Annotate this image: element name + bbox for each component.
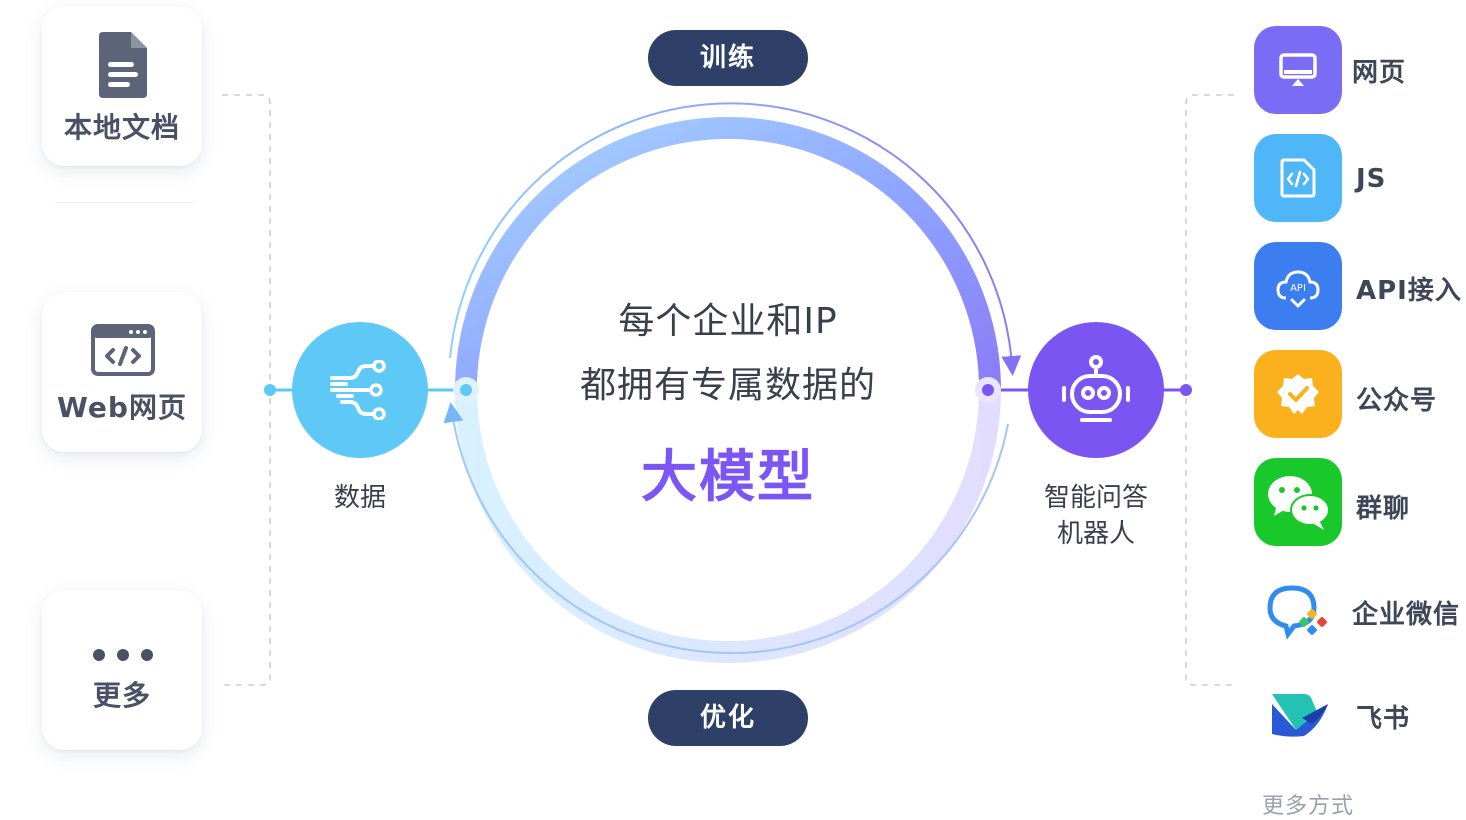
center-highlight: 大模型 [641, 445, 815, 510]
train-arrow-arc [449, 102, 1022, 376]
source-label: 更多 [92, 679, 151, 712]
divider [55, 202, 195, 203]
monitor-icon [1279, 53, 1317, 86]
more-dots-icon [93, 649, 153, 661]
optimize-pill: 优化 [648, 690, 808, 746]
robot-icon [1062, 355, 1130, 422]
more-channels-link[interactable]: 更多方式 [1262, 794, 1355, 819]
optimize-arrow-arc [443, 402, 1009, 655]
channel-js[interactable] [1254, 134, 1342, 222]
source-label: 本地文档 [63, 111, 180, 144]
data-node-label: 数据 [333, 483, 386, 513]
left-bracket [222, 94, 271, 686]
channel-label: 飞书 [1356, 704, 1411, 734]
ring-lower-band [455, 389, 1001, 663]
source-card-local-docs[interactable]: 本地文档 [42, 6, 202, 166]
api-cloud-icon: API [1276, 270, 1320, 308]
train-pill: 训练 [648, 30, 808, 86]
wechat-icon [1268, 476, 1330, 530]
channel-label: JS [1356, 164, 1387, 194]
robot-label-line1: 智能问答 [1043, 483, 1148, 513]
channel-web[interactable] [1254, 26, 1342, 114]
source-card-web[interactable]: Web网页 [42, 292, 202, 452]
verified-badge-icon [1277, 374, 1319, 414]
document-icon [99, 32, 147, 98]
data-flow-icon [330, 360, 386, 420]
web-code-icon [91, 324, 155, 376]
robot-node-label: 智能问答 机器人 [1020, 480, 1172, 552]
source-label: Web网页 [57, 391, 187, 424]
channel-api[interactable]: API [1254, 242, 1342, 330]
channel-label: 公众号 [1356, 386, 1438, 416]
channel-group-chat[interactable] [1254, 458, 1342, 546]
channel-label: 群聊 [1356, 494, 1411, 524]
wecom-icon[interactable] [1266, 584, 1332, 640]
right-bracket [1185, 94, 1234, 686]
data-node[interactable] [292, 322, 428, 458]
center-line-2: 都拥有专属数据的 [579, 365, 876, 406]
center-line-1: 每个企业和IP [618, 301, 838, 342]
svg-text:API: API [1290, 283, 1306, 294]
feishu-icon[interactable] [1268, 690, 1330, 740]
channel-official-account[interactable] [1254, 350, 1342, 438]
ring-upper-band [455, 117, 1001, 391]
code-file-icon [1280, 158, 1316, 198]
robot-label-line2: 机器人 [1056, 519, 1135, 549]
source-card-more[interactable]: 更多 [42, 590, 202, 750]
channel-label: 企业微信 [1352, 600, 1461, 630]
robot-node[interactable] [1028, 322, 1164, 458]
channel-label: API接入 [1356, 276, 1462, 306]
channel-label: 网页 [1352, 58, 1407, 88]
